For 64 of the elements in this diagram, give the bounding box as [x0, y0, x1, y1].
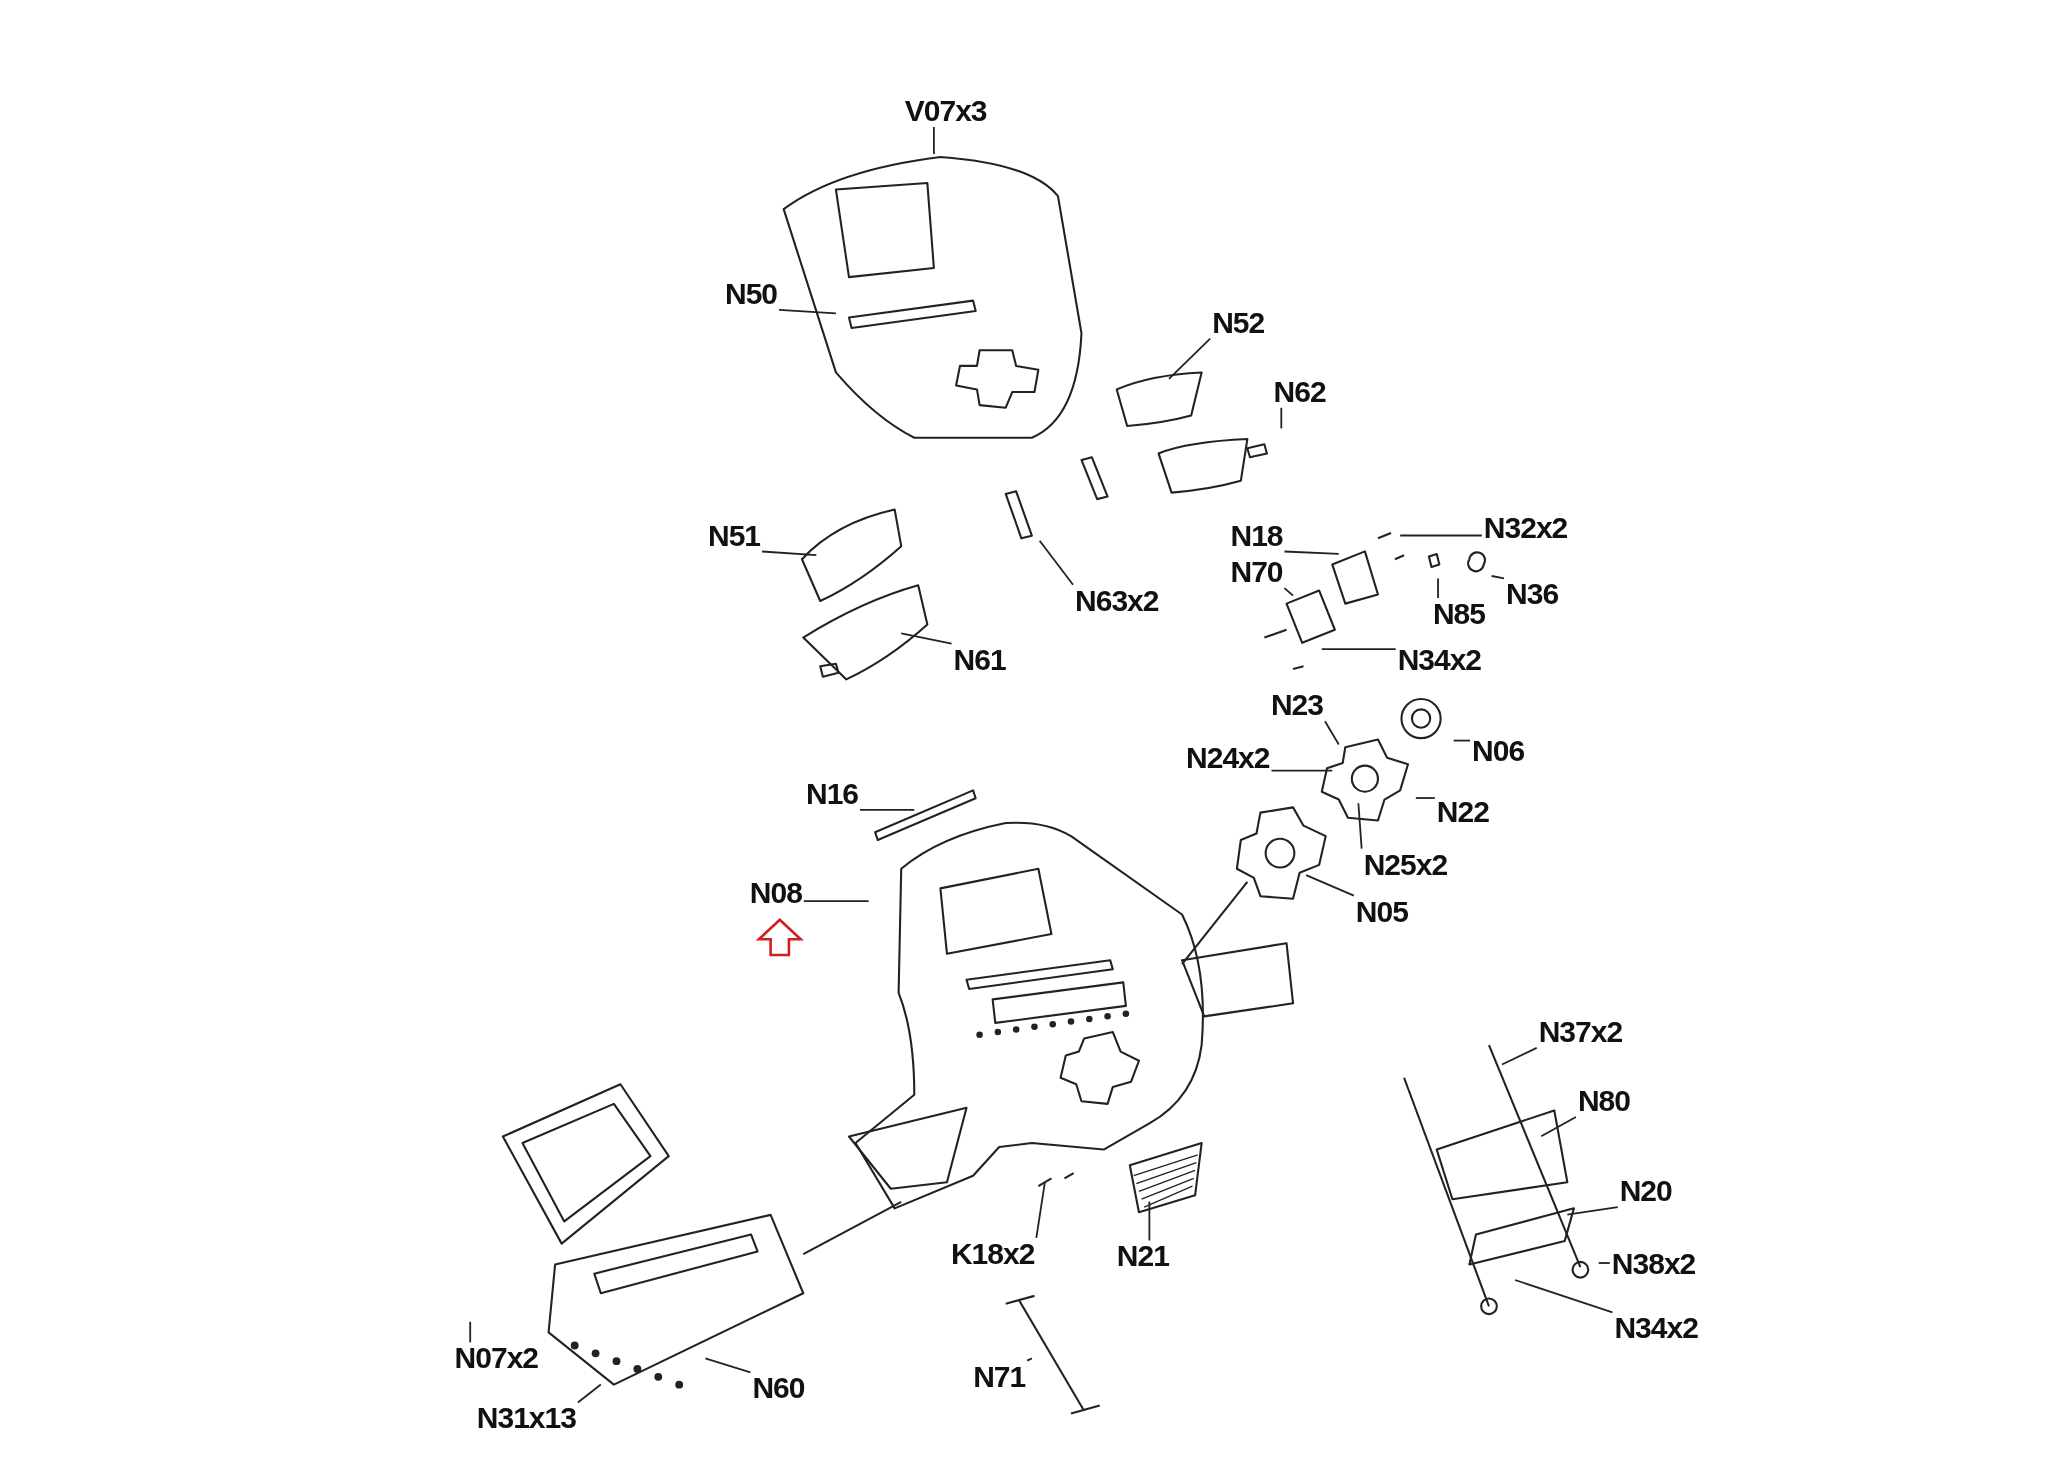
- leader-line: [802, 900, 870, 903]
- leader-line: [1168, 337, 1212, 380]
- part-number: N37x2: [1536, 1015, 1625, 1048]
- part-number: N34x2: [1395, 643, 1484, 676]
- leader-line: [1026, 1357, 1033, 1362]
- part-number: N50: [723, 277, 780, 310]
- part-number: N08: [747, 877, 804, 910]
- part-number: N16: [804, 778, 860, 811]
- leader-line: [1320, 648, 1397, 651]
- leader-line: [1283, 550, 1340, 555]
- leader-line: [1283, 587, 1294, 597]
- leader-line: [1324, 720, 1340, 746]
- part-number: N80: [1575, 1085, 1632, 1118]
- leader-line: [778, 309, 837, 315]
- leader-line: [1490, 575, 1505, 580]
- part-number: N71: [971, 1360, 1028, 1393]
- part-number: N32x2: [1481, 511, 1570, 544]
- part-number: N62: [1271, 375, 1328, 408]
- leader-line: [1148, 1200, 1151, 1242]
- part-number: N51: [706, 519, 763, 552]
- leader-line: [900, 632, 953, 645]
- leader-line: [1452, 739, 1471, 742]
- leader-line: [469, 1320, 472, 1344]
- part-number: N36: [1504, 578, 1561, 611]
- leader-line: [1566, 1206, 1619, 1216]
- part-number: N34x2: [1612, 1312, 1700, 1345]
- leader-line: [1414, 797, 1436, 799]
- part-number: N23: [1268, 689, 1325, 722]
- leader-line: [1540, 1116, 1577, 1138]
- leader-line: [1305, 874, 1355, 897]
- leader-line: [1035, 1181, 1046, 1239]
- part-number: N20: [1617, 1175, 1674, 1208]
- leader-line: [1357, 802, 1363, 850]
- leader-line: [1270, 769, 1334, 772]
- leader-line: [1501, 1046, 1538, 1066]
- leader-line: [704, 1357, 752, 1374]
- part-number: K18x2: [948, 1237, 1037, 1270]
- part-number: N24x2: [1184, 741, 1272, 774]
- part-number: N18: [1228, 519, 1285, 552]
- leader-line: [1597, 1262, 1611, 1264]
- part-number: N60: [750, 1372, 807, 1405]
- part-number: N06: [1470, 735, 1527, 767]
- part-number: N05: [1353, 895, 1410, 928]
- part-number: N31x13: [474, 1402, 578, 1435]
- leader-line: [1038, 539, 1074, 586]
- leader-line: [577, 1383, 602, 1404]
- part-number: N07x2: [452, 1342, 540, 1375]
- leader-line: [933, 126, 935, 155]
- part-number: N70: [1228, 556, 1285, 589]
- part-number: N21: [1114, 1240, 1171, 1273]
- leader-line: [1514, 1279, 1614, 1314]
- part-number: N61: [951, 643, 1008, 676]
- leader-line: [1399, 534, 1483, 537]
- part-number: N85: [1430, 597, 1487, 630]
- leader-line: [1437, 577, 1439, 599]
- part-number: N63x2: [1073, 584, 1161, 617]
- part-number: N22: [1434, 796, 1491, 829]
- part-number: N38x2: [1609, 1248, 1698, 1281]
- leader-line: [1280, 406, 1283, 430]
- part-number: V07x3: [902, 95, 989, 127]
- part-number: N52: [1210, 306, 1267, 339]
- leader-line: [761, 550, 818, 556]
- leader-line: [859, 808, 916, 811]
- part-number: N25x2: [1361, 848, 1450, 881]
